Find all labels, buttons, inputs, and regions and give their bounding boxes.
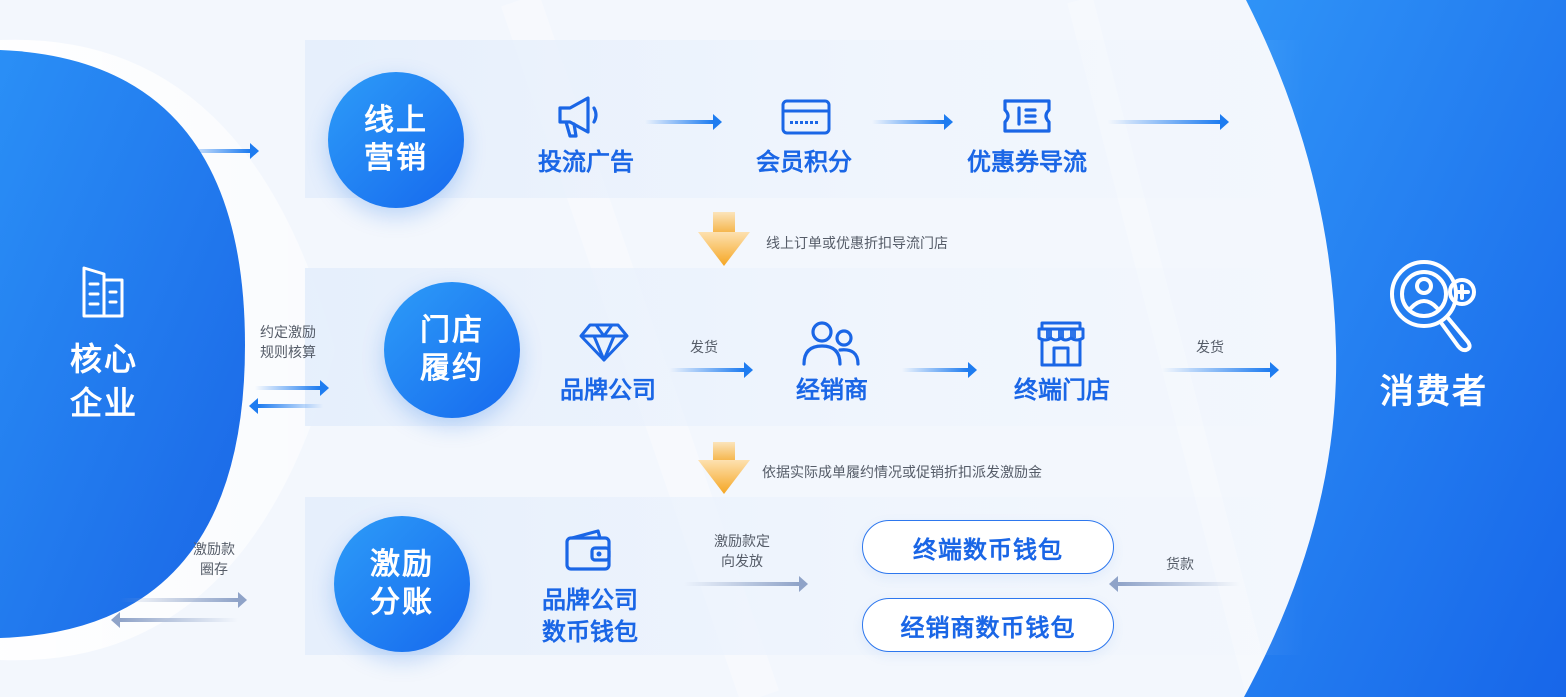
transition-store-to-incentive: 依据实际成单履约情况或促销折扣派发激励金	[762, 465, 1042, 481]
consumer-payment-arrow	[1109, 576, 1240, 592]
left-note-rules: 约定激励 规则核算	[252, 323, 324, 363]
core-enterprise-title: 核心 企业	[42, 337, 166, 425]
node-dealer: 经销商	[796, 376, 868, 404]
wallet-icon	[564, 528, 612, 576]
storefront-icon	[1036, 320, 1086, 372]
directed-line1: 激励款定	[714, 534, 770, 550]
payment-label: 货款	[1166, 557, 1194, 573]
node-ad: 投流广告	[538, 148, 634, 176]
member-card-icon	[780, 98, 832, 140]
terminal-wallet-pill: 终端数币钱包	[862, 520, 1114, 574]
store-to-core-arrow	[249, 398, 323, 414]
directed-line2: 向发放	[721, 554, 763, 570]
ship-label-2: 发货	[1196, 340, 1224, 356]
member-to-coupon-arrow	[872, 114, 953, 130]
online-row-band	[305, 40, 1305, 198]
incentive-title-line2: 分账	[370, 585, 434, 620]
building-document-icon	[76, 262, 132, 320]
rules-line2: 规则核算	[260, 345, 316, 361]
diamond-icon	[578, 322, 630, 366]
dealer-to-store-arrow	[902, 362, 977, 378]
online-title-line1: 线上	[364, 103, 428, 138]
brand-to-dealer-arrow	[670, 362, 753, 378]
coupon-icon	[1002, 98, 1052, 138]
online-marketing-circle: 线上 营销	[328, 72, 464, 208]
core-title-line2: 企业	[69, 384, 138, 422]
store-to-incentive-down-arrow	[698, 442, 750, 494]
ship-label-1: 发货	[690, 340, 718, 356]
ad-to-member-arrow	[645, 114, 722, 130]
store-fulfillment-circle: 门店 履约	[384, 282, 520, 418]
wallet-line2: 数币钱包	[542, 618, 638, 646]
wallet-line1: 品牌公司	[542, 586, 638, 614]
escrow-line2: 圈存	[200, 562, 228, 578]
rules-line1: 约定激励	[260, 325, 316, 341]
incentive-to-core-arrow	[111, 612, 238, 628]
online-to-store-down-arrow	[698, 212, 750, 266]
directed-release-label: 激励款定 向发放	[704, 532, 780, 572]
node-terminal-store: 终端门店	[1014, 376, 1110, 404]
node-member-points: 会员积分	[756, 148, 852, 176]
core-to-online-arrow	[180, 143, 259, 159]
left-note-escrow: 激励款 圈存	[182, 540, 246, 580]
transition-online-to-store: 线上订单或优惠折扣导流门店	[766, 236, 948, 252]
incentive-title-line1: 激励	[370, 547, 434, 582]
incentive-split-circle: 激励 分账	[334, 516, 470, 652]
store-title-line1: 门店	[420, 313, 484, 348]
dealer-wallet-pill: 经销商数币钱包	[862, 598, 1114, 652]
megaphone-icon	[556, 94, 604, 142]
node-coupon: 优惠券导流	[967, 148, 1087, 176]
coupon-to-consumer-arrow	[1108, 114, 1229, 130]
wallet-to-pills-arrow	[684, 576, 808, 592]
store-to-consumer-arrow	[1162, 362, 1279, 378]
user-search-add-icon	[1386, 258, 1490, 358]
online-title-line2: 营销	[364, 141, 428, 176]
core-title-line1: 核心	[69, 340, 138, 378]
escrow-line1: 激励款	[193, 542, 235, 558]
consumer-title: 消费者	[1380, 372, 1488, 412]
people-icon	[800, 320, 862, 370]
core-to-incentive-arrow	[120, 592, 247, 608]
store-title-line2: 履约	[420, 351, 484, 386]
node-brand-company: 品牌公司	[560, 376, 656, 404]
incentive-row-band	[305, 497, 1305, 655]
brand-wallet-label: 品牌公司 数币钱包	[528, 584, 652, 648]
core-to-store-arrow	[255, 380, 329, 396]
